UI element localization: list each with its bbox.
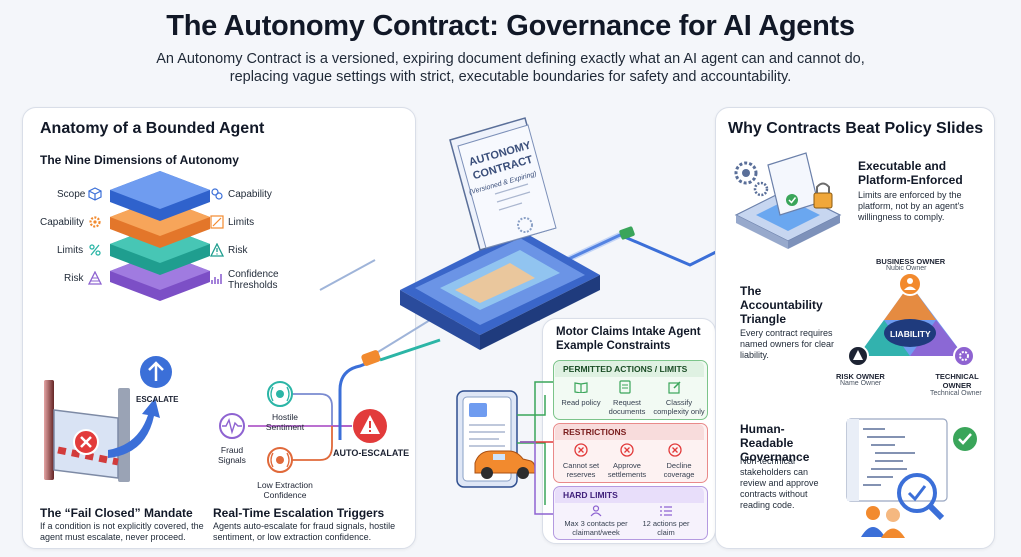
x-icon xyxy=(620,443,634,457)
risk-owner-name: Name Owner xyxy=(840,380,882,387)
enforced-lock-illustration xyxy=(734,152,842,249)
code-review-illustration xyxy=(846,418,977,538)
warning-icon xyxy=(210,243,224,257)
dimension-layer-stack xyxy=(110,171,210,301)
cube-icon xyxy=(88,187,102,201)
triggers-title: Real-Time Escalation Triggers xyxy=(213,506,385,520)
warning-icon xyxy=(88,271,102,285)
page-title: The Autonomy Contract: Governance for AI… xyxy=(166,10,855,42)
page-subtitle: An Autonomy Contract is a versioned, exp… xyxy=(156,51,865,85)
exec-title: Executable and Platform-Enforced xyxy=(858,159,963,187)
left-label-scope: Scope xyxy=(57,189,86,200)
left-label-capability: Capability xyxy=(40,217,84,228)
left-label-limits: Limits xyxy=(57,245,84,256)
exec-body: Limits are enforced by the platform, not… xyxy=(858,190,964,222)
list-icon xyxy=(660,506,672,516)
puzzle-icon xyxy=(211,188,223,200)
limits-icon xyxy=(210,215,224,229)
bar-chart-icon xyxy=(211,274,222,284)
fail-closed-body: If a condition is not explicitly covered… xyxy=(40,521,204,542)
hard-limits-head: HARD LIMITS xyxy=(555,487,704,503)
edit-icon xyxy=(668,381,681,394)
escalate-label: ESCALATE xyxy=(136,395,179,404)
permitted-item-0: Read policy xyxy=(561,398,601,407)
right-label-limits: Limits xyxy=(228,217,255,228)
permitted-head: PERMITTED ACTIONS / LIMITS xyxy=(555,361,704,377)
accountability-triangle xyxy=(848,272,975,367)
right-label-confidence: Confidence Thresholds xyxy=(228,269,279,291)
permitted-item-2: Classify complexity only xyxy=(653,398,705,416)
restriction-item-0: Cannot set reserves xyxy=(562,461,600,479)
circuit-connectors xyxy=(338,338,441,440)
human-readable-body: Non-technical stakeholders can review an… xyxy=(740,456,819,510)
restriction-item-1: Approve settlements xyxy=(607,461,647,479)
book-icon xyxy=(574,382,588,393)
claims-device-illustration xyxy=(456,390,546,505)
x-icon xyxy=(668,443,682,457)
triggers-body: Agents auto-escalate for fraud signals, … xyxy=(213,521,396,542)
tech-owner-label: TECHNICAL OWNER xyxy=(935,372,979,390)
percent-icon xyxy=(89,244,101,256)
document-icon xyxy=(619,380,631,394)
layer-blue xyxy=(110,171,210,221)
left-panel xyxy=(22,107,416,549)
anatomy-subheading: The Nine Dimensions of Autonomy xyxy=(40,153,239,167)
claims-branch-lines xyxy=(520,381,553,515)
business-owner-name: Nubic Owner xyxy=(886,265,927,272)
auto-escalate-label: AUTO-ESCALATE xyxy=(333,448,410,458)
fail-closed-title: The “Fail Closed” Mandate xyxy=(40,506,193,520)
human-readable-title: Human-Readable Governance xyxy=(740,422,810,464)
risk-owner-label: RISK OWNER xyxy=(836,372,885,381)
person-icon xyxy=(590,505,602,517)
claims-title: Motor Claims Intake Agent Example Constr… xyxy=(556,326,701,352)
accountability-title: The Accountability Triangle xyxy=(740,284,823,326)
accountability-body: Every contract requires named owners for… xyxy=(740,328,835,360)
left-label-risk: Risk xyxy=(64,273,84,284)
why-heading: Why Contracts Beat Policy Slides xyxy=(728,120,984,137)
restrictions-head: RESTRICTIONS xyxy=(555,424,704,440)
liability-label: LIABILITY xyxy=(890,329,931,339)
restriction-item-2: Decline coverage xyxy=(663,461,695,479)
escalation-trigger-diagram xyxy=(219,381,387,473)
contract-platform xyxy=(319,117,721,361)
hard-limit-item-1: 12 actions per claim xyxy=(642,519,690,537)
hard-limit-item-0: Max 3 contacts per claimant/week xyxy=(564,519,628,537)
permitted-item-1: Request documents xyxy=(608,398,646,416)
business-owner-label: BUSINESS OWNER xyxy=(876,257,946,266)
gear-icon xyxy=(89,216,101,228)
right-label-capability: Capability xyxy=(228,189,272,200)
right-label-risk: Risk xyxy=(228,245,248,256)
fail-closed-gate-illustration xyxy=(44,356,172,482)
anatomy-heading: Anatomy of a Bounded Agent xyxy=(40,120,265,137)
tech-owner-name: Technical Owner xyxy=(930,390,982,397)
trigger-fraud: Fraud Signals xyxy=(218,445,246,465)
x-icon xyxy=(574,443,588,457)
trigger-hostile: Hostile Sentiment xyxy=(265,412,305,432)
trigger-low-confidence: Low Extraction Confidence xyxy=(257,480,313,500)
